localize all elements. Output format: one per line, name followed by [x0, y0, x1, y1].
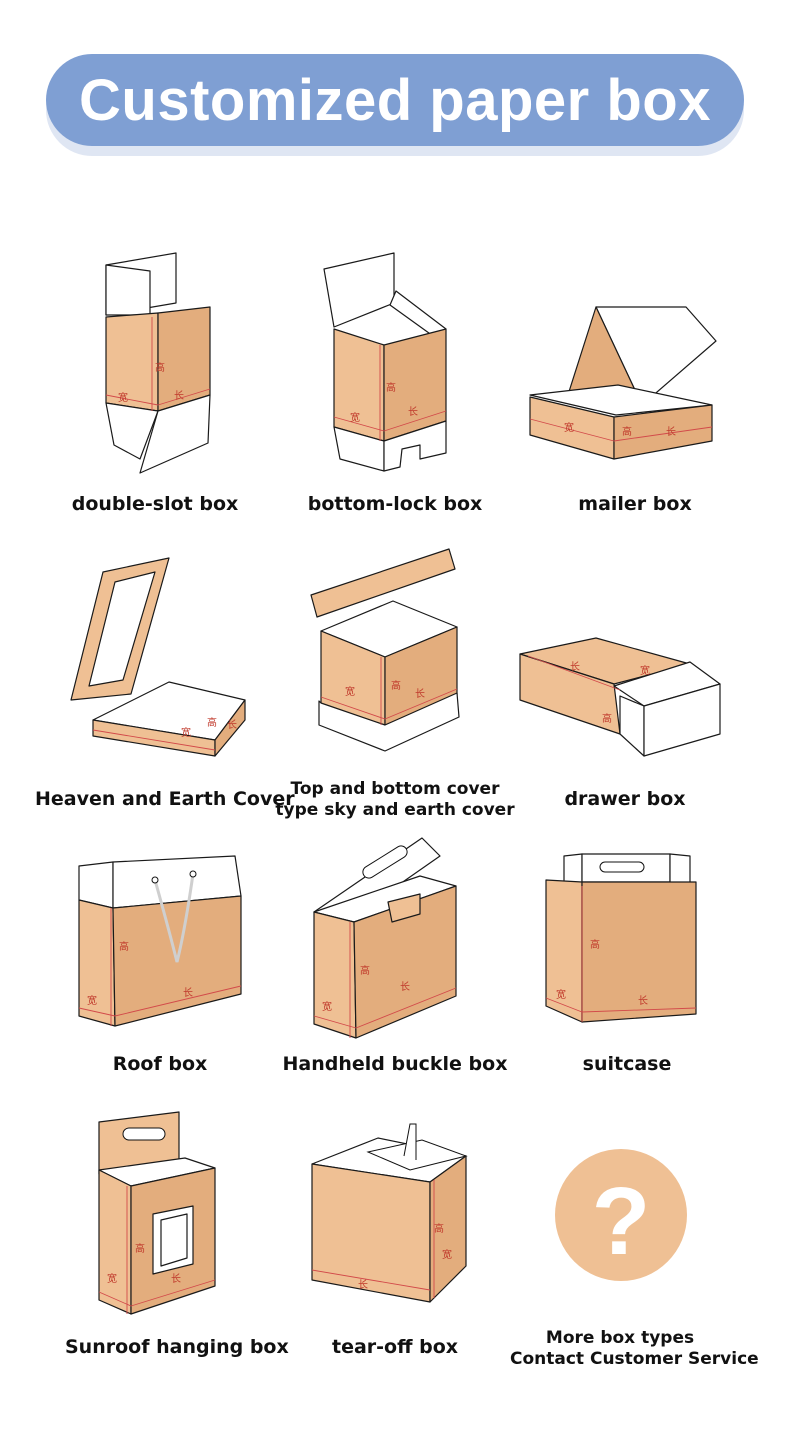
length-mark: 长	[570, 661, 580, 673]
height-mark: 高	[155, 361, 165, 374]
box-item-more-types[interactable]: ? More box types Contact Customer Servic…	[510, 1130, 759, 1370]
tear-off-box-illustration: 长 高 宽	[311, 1123, 468, 1303]
box-label: Heaven and Earth Cover	[35, 788, 295, 810]
height-mark: 高	[391, 679, 401, 692]
width-mark: 宽	[345, 685, 355, 698]
box-label: mailer box	[578, 493, 692, 515]
box-item-suitcase: 高 宽 长 suitcase	[542, 850, 712, 1090]
box-label-line1: More box types	[545, 1328, 695, 1348]
height-mark: 高	[207, 716, 217, 729]
height-mark: 高	[590, 938, 600, 951]
box-item-drawer: 长 宽 高 drawer box	[519, 550, 730, 820]
length-mark: 长	[408, 406, 418, 418]
box-label: tear-off box	[331, 1336, 458, 1358]
box-label: Roof box	[112, 1053, 208, 1075]
question-mark-icon: ?	[555, 1149, 687, 1281]
box-item-top-bottom-cover: 宽 高 长 Top and bottom cover type sky and …	[275, 545, 515, 830]
box-item-roof: 高 宽 长 Roof box	[75, 850, 245, 1090]
top-bottom-cover-illustration: 宽 高 长	[310, 548, 460, 752]
box-label: drawer box	[564, 788, 686, 810]
box-item-double-slot: 高 宽 长 double-slot box	[70, 245, 240, 535]
double-slot-box-illustration: 高 宽 长	[105, 252, 211, 474]
roof-box-illustration: 高 宽 长	[78, 855, 242, 1027]
title-banner: Customized paper box	[46, 54, 744, 146]
height-mark: 高	[602, 712, 612, 725]
box-label: Sunroof hanging box	[65, 1336, 289, 1358]
drawer-box-illustration: 长 宽 高	[519, 637, 721, 757]
sunroof-hanging-box-illustration: 高 宽 长	[98, 1111, 216, 1315]
height-mark: 高	[135, 1242, 145, 1255]
contact-customer-service-link[interactable]: Contact Customer Service	[510, 1349, 759, 1369]
width-mark: 宽	[442, 1248, 452, 1261]
width-mark: 宽	[350, 411, 360, 424]
handheld-buckle-box-illustration: 高 宽 长	[313, 837, 457, 1039]
width-mark: 宽	[556, 988, 566, 1001]
box-item-mailer: 宽 高 长 mailer box	[529, 245, 720, 535]
height-mark: 高	[360, 964, 370, 977]
width-mark: 宽	[107, 1272, 117, 1285]
height-mark: 高	[622, 425, 632, 438]
box-item-heaven-earth: 宽 高 长 Heaven and Earth Cover	[35, 550, 295, 820]
mailer-box-illustration: 宽 高 长	[529, 306, 717, 460]
length-mark: 长	[174, 390, 184, 402]
height-mark: 高	[119, 940, 129, 953]
page-title: Customized paper box	[79, 67, 711, 133]
width-mark: 宽	[322, 1000, 332, 1013]
length-mark: 长	[183, 987, 193, 999]
width-mark: 宽	[181, 726, 191, 739]
length-mark: 长	[400, 981, 410, 993]
box-label: Handheld buckle box	[282, 1053, 508, 1075]
width-mark: 宽	[118, 391, 128, 404]
height-mark: 高	[386, 381, 396, 394]
box-label: double-slot box	[71, 493, 239, 515]
length-mark: 长	[358, 1279, 368, 1291]
box-label-line1: Top and bottom cover	[290, 779, 500, 799]
box-label: suitcase	[582, 1053, 672, 1075]
box-label: bottom-lock box	[307, 493, 483, 515]
length-mark: 长	[415, 688, 425, 700]
width-mark: 宽	[87, 994, 97, 1007]
height-mark: 高	[434, 1222, 444, 1235]
suitcase-illustration: 高 宽 长	[545, 853, 697, 1023]
length-mark: 长	[227, 719, 237, 731]
heaven-earth-cover-illustration: 宽 高 长	[70, 557, 246, 757]
length-mark: 长	[666, 426, 676, 438]
length-mark: 长	[638, 995, 648, 1007]
box-item-tear-off: 长 高 宽 tear-off box	[310, 1120, 480, 1370]
svg-text:?: ?	[592, 1168, 651, 1275]
bottom-lock-box-illustration: 高 宽 长	[323, 252, 447, 472]
length-mark: 长	[171, 1273, 181, 1285]
box-item-sunroof-hanging: 高 宽 长 Sunroof hanging box	[65, 1110, 289, 1370]
box-item-handheld-buckle: 高 宽 长 Handheld buckle box	[283, 837, 507, 1090]
width-mark: 宽	[640, 664, 650, 677]
width-mark: 宽	[564, 421, 574, 434]
box-item-bottom-lock: 高 宽 长 bottom-lock box	[308, 245, 482, 535]
box-label-line2: type sky and earth cover	[275, 800, 515, 820]
